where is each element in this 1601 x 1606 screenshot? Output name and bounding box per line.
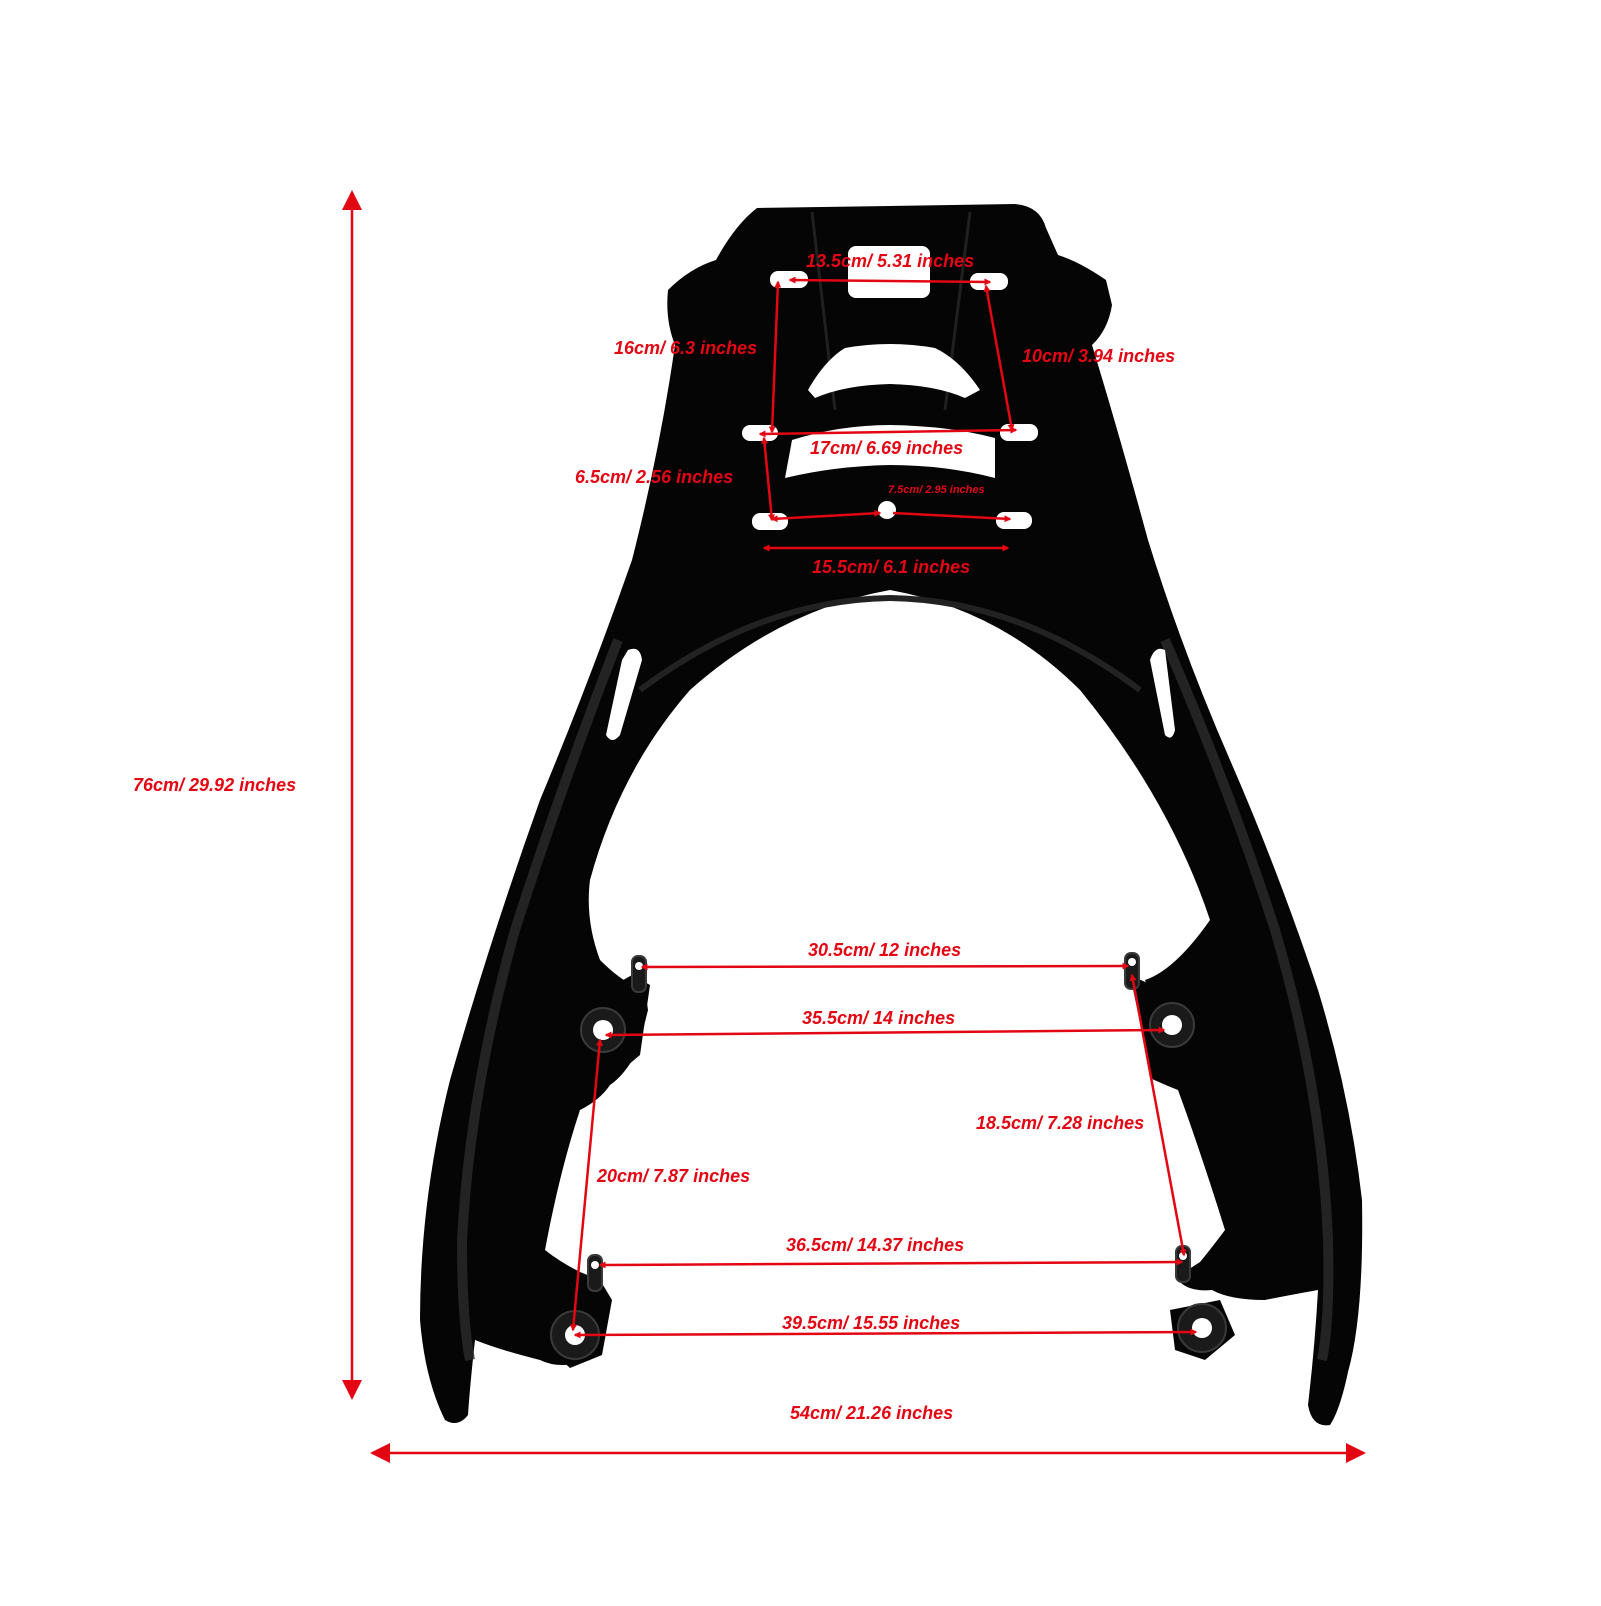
left-lower-vertical-line bbox=[761, 436, 775, 522]
middle-slot-spacing-line bbox=[758, 426, 1018, 438]
lower-arch-cutout bbox=[785, 425, 995, 478]
top-slot-spacing-label: 13.5cm/ 5.31 inches bbox=[806, 251, 974, 271]
lower-tab-spacing-line bbox=[598, 1258, 1184, 1269]
dimension-lines bbox=[342, 190, 1366, 1463]
lower-hole-spacing-label: 39.5cm/ 15.55 inches bbox=[782, 1313, 960, 1333]
overall-height-label: 76cm/ 29.92 inches bbox=[133, 775, 296, 795]
slot-bottom-right bbox=[996, 512, 1032, 529]
center-to-slot-line-right bbox=[892, 511, 1012, 523]
middle-slot-spacing-label: 17cm/ 6.69 inches bbox=[810, 438, 963, 458]
left-mount-vertical-label: 20cm/ 7.87 inches bbox=[596, 1166, 750, 1186]
bottom-slot-spacing-label: 15.5cm/ 6.1 inches bbox=[812, 557, 970, 577]
right-arm-highlight bbox=[1160, 638, 1334, 1361]
left-upper-vertical-label: 16cm/ 6.3 inches bbox=[614, 338, 757, 358]
left-lower-vertical-label: 6.5cm/ 2.56 inches bbox=[575, 467, 733, 487]
left-upper-vertical-line bbox=[768, 280, 782, 434]
left-side-cutout bbox=[606, 648, 642, 740]
left-arm-highlight bbox=[456, 638, 623, 1361]
top-slot-spacing-line bbox=[788, 276, 992, 286]
upper-tab-spacing-line bbox=[640, 962, 1130, 971]
right-side-cutout bbox=[1150, 648, 1175, 738]
right-mount-vertical-label: 18.5cm/ 7.28 inches bbox=[976, 1113, 1144, 1133]
lower-hole-spacing-line bbox=[573, 1328, 1198, 1339]
right-mount-vertical-line bbox=[1129, 973, 1187, 1257]
upper-hole-spacing-line bbox=[604, 1026, 1166, 1039]
center-hole-to-slot-label: 7.5cm/ 2.95 inches bbox=[888, 484, 985, 496]
rack-body bbox=[420, 204, 1363, 1426]
lower-tab-spacing-label: 36.5cm/ 14.37 inches bbox=[786, 1235, 964, 1255]
center-mount-hole bbox=[878, 501, 896, 519]
dimension-labels: 76cm/ 29.92 inches 54cm/ 21.26 inches 13… bbox=[133, 251, 1175, 1423]
overall-width-label: 54cm/ 21.26 inches bbox=[790, 1403, 953, 1423]
upper-tab-spacing-label: 30.5cm/ 12 inches bbox=[808, 940, 961, 960]
slot-bottom-left bbox=[752, 513, 788, 530]
center-to-slot-line-left bbox=[770, 509, 882, 523]
inner-arch-edge bbox=[638, 594, 1142, 693]
left-mount-vertical-line bbox=[570, 1038, 603, 1332]
slot-mid-right bbox=[1000, 424, 1038, 441]
right-upper-vertical-line bbox=[983, 284, 1015, 432]
upper-hole-spacing-label: 35.5cm/ 14 inches bbox=[802, 1008, 955, 1028]
lower-right-bracket bbox=[1170, 1245, 1235, 1360]
right-upper-vertical-label: 10cm/ 3.94 inches bbox=[1022, 346, 1175, 366]
upper-arch-cutout bbox=[808, 344, 980, 398]
